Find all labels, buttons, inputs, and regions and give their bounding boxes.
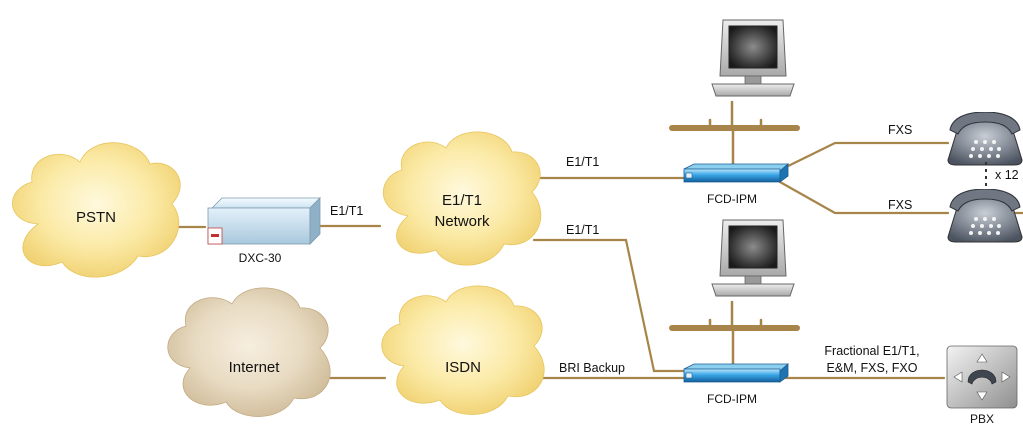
label-pbx-line2: E&M, FXS, FXO	[827, 361, 918, 375]
label-phone-count: x 12	[995, 168, 1019, 182]
link-network-fcd-bottom	[532, 238, 686, 373]
fcd-bottom-label: FCD-IPM	[707, 392, 757, 406]
cloud-label-network-line2: Network	[434, 213, 490, 230]
fcd-ipm-bottom-device	[683, 363, 789, 383]
phone-top-icon	[947, 112, 1023, 166]
link-fcd-phone-top	[778, 141, 950, 172]
cloud-internet	[167, 287, 331, 417]
label-fxs-bottom: FXS	[888, 198, 912, 212]
label-pbx-line1: Fractional E1/T1,	[824, 344, 919, 358]
cloud-label-internet: Internet	[229, 359, 281, 376]
dxc-label: DXC-30	[239, 251, 282, 265]
cloud-e1t1-network	[382, 131, 542, 266]
connection-lines	[170, 100, 1023, 380]
label-bri-backup: BRI Backup	[559, 361, 625, 375]
label-network-fcd-top: E1/T1	[566, 155, 599, 169]
fcd-ipm-top-device	[683, 163, 789, 183]
pbx-device	[946, 345, 1018, 409]
cloud-isdn	[381, 285, 545, 415]
computer-top-icon	[711, 19, 795, 97]
label-dxc-network: E1/T1	[330, 204, 363, 218]
cloud-label-isdn: ISDN	[445, 359, 481, 376]
pbx-label: PBX	[970, 412, 994, 426]
phone-bottom-icon	[947, 189, 1023, 243]
label-network-fcd-bottom: E1/T1	[566, 223, 599, 237]
cloud-pstn	[12, 142, 181, 278]
cloud-label-network-line1: E1/T1	[442, 192, 482, 209]
cloud-label-pstn: PSTN	[76, 209, 116, 226]
dxc-30-device	[207, 197, 321, 245]
fcd-top-label: FCD-IPM	[707, 192, 757, 206]
computer-bottom-icon	[711, 219, 795, 297]
link-fcd-phone-bottom	[778, 180, 950, 215]
label-fxs-top: FXS	[888, 123, 912, 137]
